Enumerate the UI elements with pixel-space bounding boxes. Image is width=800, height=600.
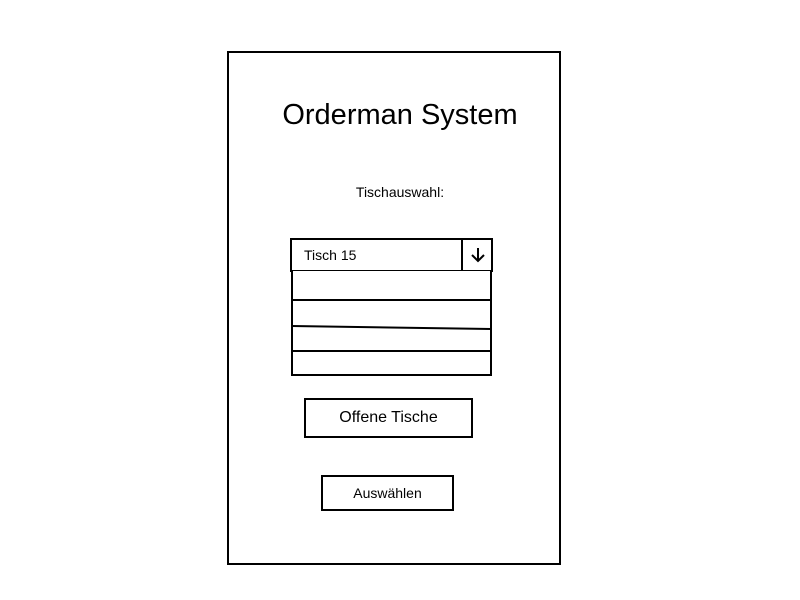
table-select[interactable]: Tisch 15 bbox=[290, 238, 493, 272]
arrow-down-icon bbox=[471, 248, 485, 263]
list-outline bbox=[291, 270, 492, 376]
dropdown-toggle[interactable] bbox=[461, 240, 491, 270]
table-options-list bbox=[291, 270, 492, 376]
list-item[interactable] bbox=[293, 329, 490, 350]
table-selection-label: Tischauswahl: bbox=[355, 184, 445, 200]
list-item[interactable] bbox=[293, 352, 490, 374]
list-item[interactable] bbox=[293, 271, 490, 299]
list-item[interactable] bbox=[293, 301, 490, 326]
select-button[interactable]: Auswählen bbox=[321, 475, 454, 511]
page-title: Orderman System bbox=[282, 99, 518, 131]
open-tables-button[interactable]: Offene Tische bbox=[304, 398, 473, 438]
table-select-value: Tisch 15 bbox=[304, 247, 357, 263]
